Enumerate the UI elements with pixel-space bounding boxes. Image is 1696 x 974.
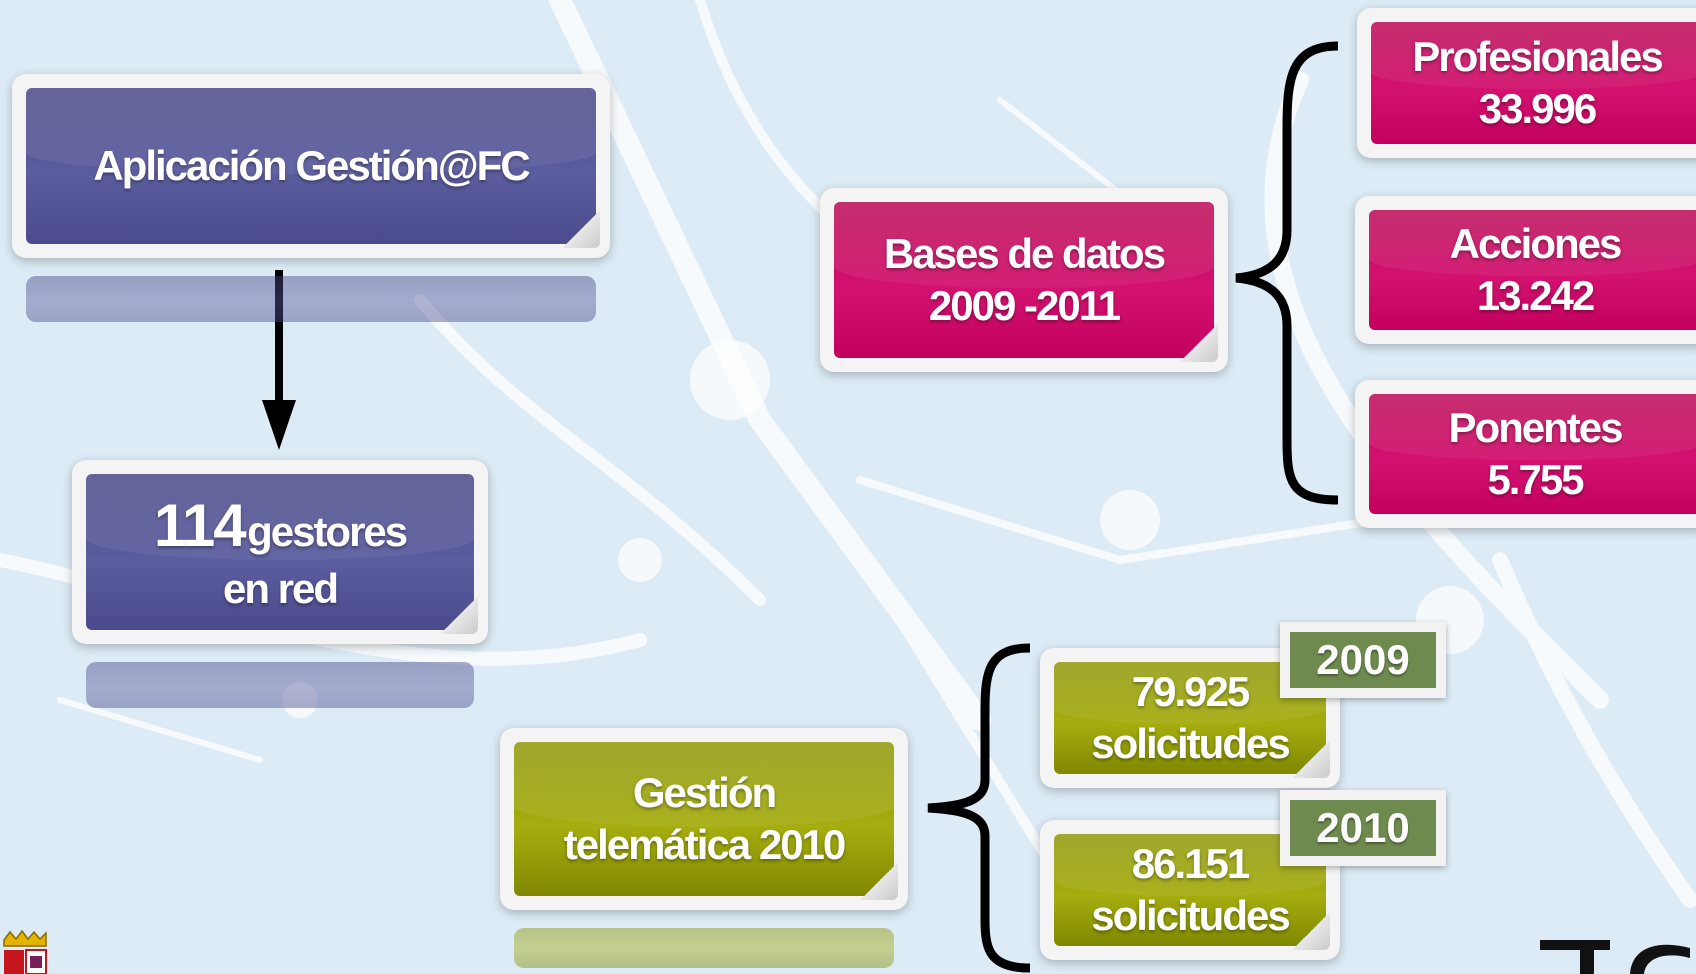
db-item-ponentes: Ponentes 5.755 — [1355, 380, 1696, 528]
coat-of-arms-logo — [3, 930, 47, 974]
db-item-profesionales: Profesionales 33.996 — [1357, 8, 1696, 158]
page-curl-icon — [1292, 912, 1330, 950]
requests-card-2010: 86.151 solicitudes — [1040, 820, 1340, 960]
db-item-label: Profesionales — [1412, 32, 1663, 80]
managers-card-body: 114 gestores en red — [86, 474, 474, 630]
databases-line2: 2009 -2011 — [928, 282, 1121, 329]
db-item-body: Ponentes 5.755 — [1369, 394, 1696, 514]
requests-count: 86.151 — [1131, 839, 1250, 887]
page-curl-icon — [440, 596, 478, 634]
app-card-body: Aplicación Gestión@FC — [26, 88, 596, 244]
requests-count: 79.925 — [1131, 667, 1250, 715]
page-curl-icon — [1180, 324, 1218, 362]
page-curl-icon — [1292, 740, 1330, 778]
page-curl-icon — [860, 862, 898, 900]
app-card-reflection — [26, 276, 596, 322]
databases-line1: Bases de datos — [883, 229, 1166, 277]
year-label: 2009 — [1290, 632, 1436, 688]
db-item-body: Acciones 13.242 — [1369, 210, 1696, 330]
telematic-card: Gestión telemática 2010 — [500, 728, 908, 910]
brand-logo-fragment — [1540, 940, 1690, 974]
managers-card-reflection — [86, 662, 474, 708]
year-badge-2009: 2009 — [1280, 622, 1446, 698]
db-item-value: 5.755 — [1487, 456, 1584, 503]
telematic-line1: Gestión — [632, 768, 777, 816]
db-item-value: 13.242 — [1476, 272, 1595, 319]
managers-word: gestores — [247, 508, 408, 556]
brace-requests — [927, 643, 1031, 973]
databases-card-body: Bases de datos 2009 -2011 — [834, 202, 1214, 358]
app-title: Aplicación Gestión@FC — [93, 141, 530, 189]
requests-unit: solicitudes — [1091, 720, 1290, 767]
requests-unit: solicitudes — [1091, 892, 1290, 939]
year-label: 2010 — [1290, 800, 1436, 856]
databases-card: Bases de datos 2009 -2011 — [820, 188, 1228, 372]
managers-line1: 114 gestores — [153, 488, 408, 563]
db-item-acciones: Acciones 13.242 — [1355, 196, 1696, 344]
year-badge-2010: 2010 — [1280, 790, 1446, 866]
telematic-card-body: Gestión telemática 2010 — [514, 742, 894, 896]
managers-line2: en red — [222, 565, 339, 613]
db-item-value: 33.996 — [1478, 85, 1597, 132]
app-card: Aplicación Gestión@FC — [12, 74, 610, 258]
db-item-label: Ponentes — [1448, 403, 1623, 451]
brace-databases — [1235, 41, 1339, 505]
managers-card: 114 gestores en red — [72, 460, 488, 644]
db-item-label: Acciones — [1449, 219, 1623, 267]
db-item-body: Profesionales 33.996 — [1371, 22, 1696, 144]
page-curl-icon — [562, 210, 600, 248]
telematic-card-reflection — [514, 928, 894, 968]
telematic-line2: telemática 2010 — [563, 821, 847, 868]
arrow-head-icon — [262, 400, 296, 450]
managers-count: 114 — [153, 492, 247, 560]
